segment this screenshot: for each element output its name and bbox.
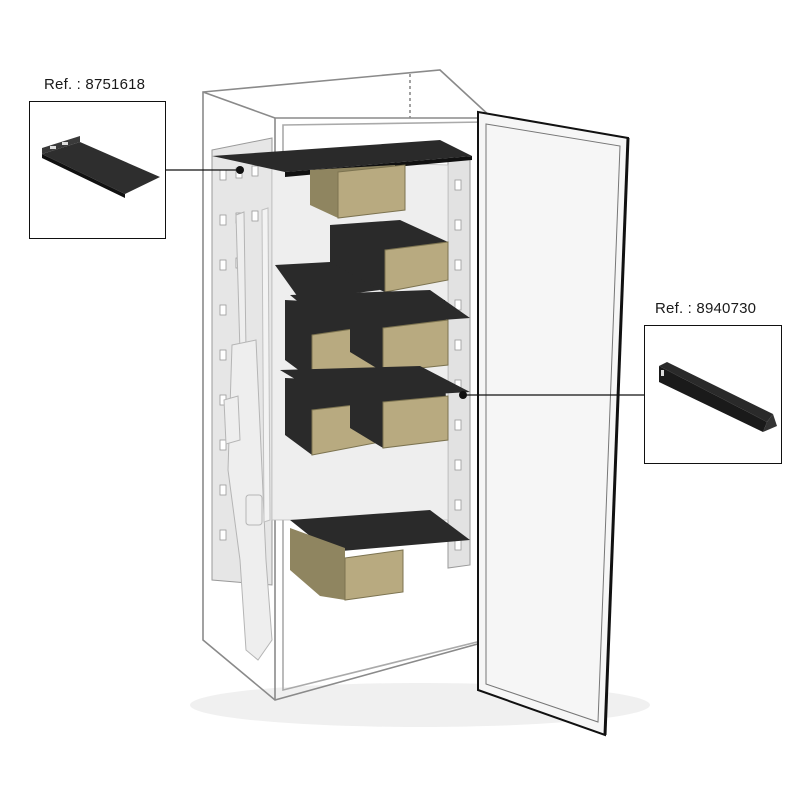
callout-dot-2: [459, 391, 467, 399]
shelf-bottom: [290, 510, 470, 552]
callout-label-2: Ref. : 8940730: [655, 300, 757, 317]
bin-1: [310, 164, 406, 219]
callout-box-2: [644, 325, 782, 464]
shelf-bracket-thumbnail: [659, 362, 777, 432]
bin-row-4: [285, 378, 449, 456]
callout-label-1: Ref. : 8751618: [44, 76, 146, 93]
bin-row-3: [285, 300, 449, 381]
bin-2: [330, 220, 449, 293]
callout-box-1: [29, 101, 166, 239]
open-door: [477, 110, 630, 737]
rifle-2: [261, 207, 271, 523]
callout-dot-1: [236, 166, 244, 174]
rifle: [223, 211, 273, 661]
bin-bottom: [290, 528, 404, 601]
shelf-plate-thumbnail: [42, 136, 160, 198]
